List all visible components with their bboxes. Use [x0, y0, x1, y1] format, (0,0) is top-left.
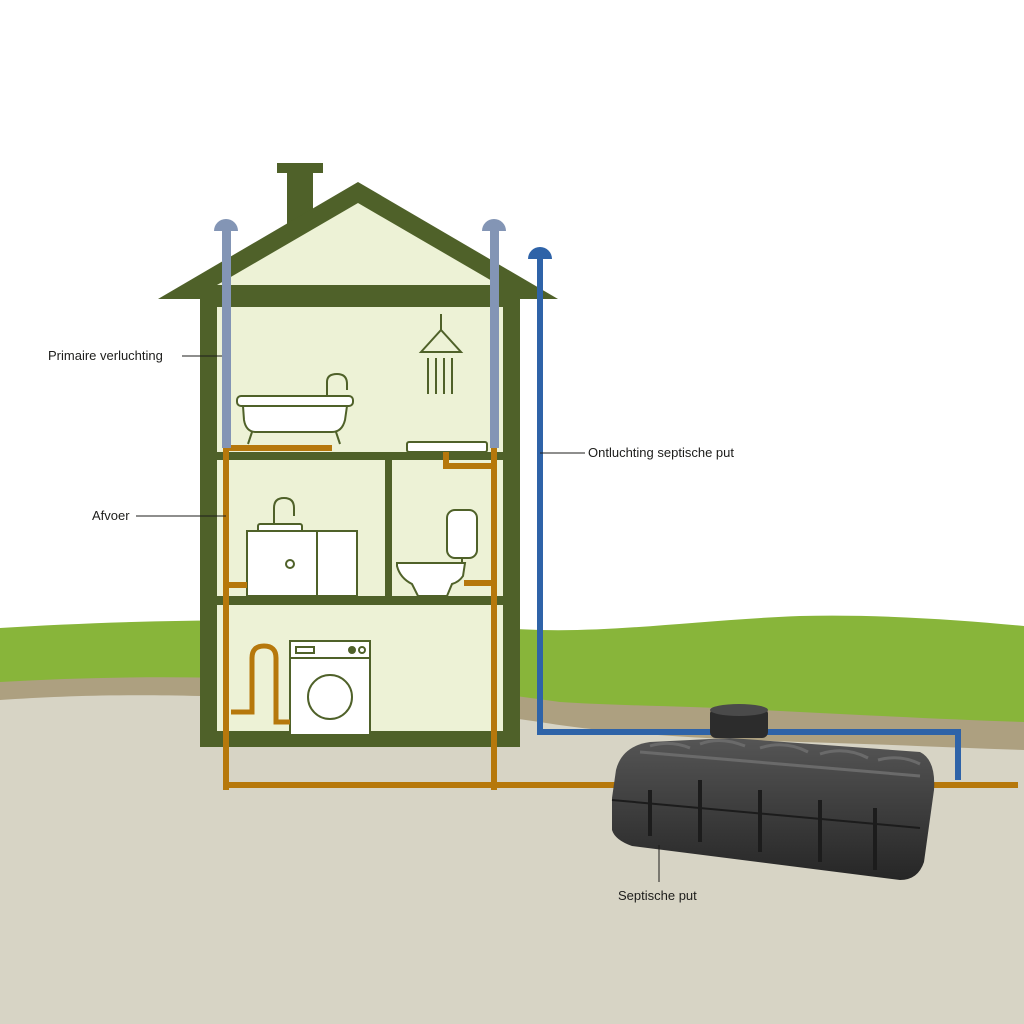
sink-cabinet-icon [246, 496, 358, 597]
chimney-cap [277, 163, 323, 173]
toilet-icon [396, 509, 478, 597]
washer-drain-hose [231, 643, 290, 725]
leader-lines [136, 355, 660, 882]
label-drain: Afvoer [92, 508, 130, 523]
label-primary-vent: Primaire verluchting [48, 348, 163, 363]
washing-machine-icon [289, 640, 371, 736]
shower-head-icon [418, 314, 464, 394]
label-septic-vent: Ontluchting septische put [588, 445, 734, 460]
septic-tank-icon [611, 704, 935, 880]
shower-tray [406, 441, 488, 453]
label-septic-tank: Septische put [618, 888, 697, 903]
bathtub-icon [236, 372, 354, 445]
primary-vent-pipes [214, 219, 506, 448]
house-attic [217, 203, 499, 285]
